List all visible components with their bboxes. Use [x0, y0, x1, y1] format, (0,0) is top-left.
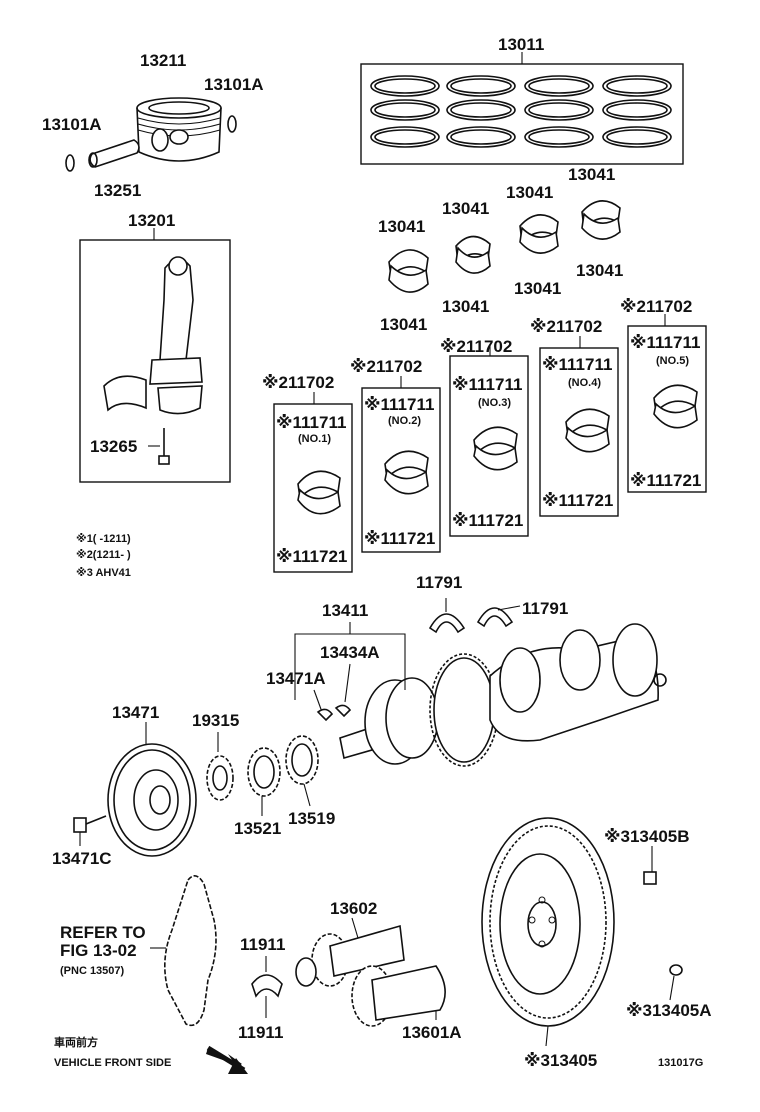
- label-13251: 13251: [94, 181, 141, 200]
- label-11721-2: ※111721: [364, 529, 435, 548]
- plate-13405a-drawing: [669, 964, 683, 1001]
- note-2: ※2(1211- ): [76, 549, 131, 561]
- label-11911-top: 11911: [240, 935, 285, 954]
- main-bearing-boxes: [273, 314, 707, 573]
- label-13041-b: 13041: [442, 199, 489, 218]
- woodruff-key-box: [294, 622, 406, 722]
- label-13411: 13411: [322, 601, 368, 620]
- label-11721-1: ※111721: [276, 547, 347, 566]
- label-13602: 13602: [330, 899, 377, 918]
- label-11711-1: ※111711: [276, 413, 346, 432]
- label-13601a: 13601A: [402, 1023, 462, 1042]
- label-13521: 13521: [234, 819, 281, 838]
- label-13101a-left: 13101A: [42, 115, 102, 134]
- label-13041-g: 13041: [514, 279, 561, 298]
- label-13041-a: 13041: [378, 217, 425, 236]
- label-13471c: 13471C: [52, 849, 112, 868]
- refer-line-2: FIG 13-02: [60, 941, 137, 960]
- label-11702-2: ※211702: [350, 357, 422, 376]
- bolt-13405b-drawing: [643, 846, 657, 885]
- bolt-13471c-drawing: [73, 815, 107, 846]
- label-13201: 13201: [128, 211, 175, 230]
- bearing-11911-drawing: [251, 956, 283, 1018]
- label-no-1: (NO.1): [298, 433, 331, 445]
- label-13471: 13471: [112, 703, 159, 722]
- label-13265: 13265: [90, 437, 137, 456]
- label-13041-e: 13041: [380, 315, 427, 334]
- direction-en: VEHICLE FRONT SIDE: [54, 1057, 171, 1069]
- label-11721-3: ※111721: [452, 511, 523, 530]
- label-11702-4: ※211702: [530, 317, 602, 336]
- flywheel-drawing: [481, 817, 615, 1047]
- label-13041-f: 13041: [442, 297, 489, 316]
- timing-chain-drawing: [150, 875, 217, 1027]
- label-no-4: (NO.4): [568, 377, 601, 389]
- label-no-2: (NO.2): [388, 415, 421, 427]
- label-no-3: (NO.3): [478, 397, 511, 409]
- rod-bearing-drawings: [388, 200, 621, 293]
- label-11711-3: ※111711: [452, 375, 522, 394]
- label-11721-4: ※111721: [542, 491, 613, 510]
- figure-id: 131017G: [658, 1057, 703, 1069]
- snap-ring-drawing: [65, 115, 237, 172]
- label-13041-h: 13041: [576, 261, 623, 280]
- label-11791-right: 11791: [522, 599, 568, 618]
- label-11702-3: ※211702: [440, 337, 512, 356]
- label-11911-bottom: 11911: [238, 1023, 283, 1042]
- label-13405b: ※313405B: [604, 827, 690, 846]
- direction-jp: 車両前方: [54, 1035, 98, 1049]
- label-11711-2: ※111711: [364, 395, 434, 414]
- label-13405a: ※313405A: [626, 1001, 712, 1020]
- refer-line-1: REFER TO: [60, 923, 146, 942]
- label-19315: 19315: [192, 711, 239, 730]
- label-13405: ※313405: [524, 1051, 597, 1070]
- label-13434a: 13434A: [320, 643, 380, 662]
- label-13041-d: 13041: [568, 165, 615, 184]
- piston-ring-box: [360, 52, 684, 165]
- gear-13519-drawing: [285, 735, 319, 807]
- label-13101a-right: 13101A: [204, 75, 264, 94]
- label-13471a: 13471A: [266, 669, 326, 688]
- label-11721-5: ※111721: [630, 471, 701, 490]
- label-11791-left: 11791: [416, 573, 462, 592]
- label-11702-1: ※211702: [262, 373, 334, 392]
- crankshaft-drawing: [339, 623, 667, 767]
- refer-line-3: (PNC 13507): [60, 965, 125, 977]
- label-11711-4: ※111711: [542, 355, 612, 374]
- note-3: ※3 AHV41: [76, 567, 131, 579]
- piston-pin-drawing: [88, 139, 140, 168]
- balance-shaft-drawing: [295, 917, 446, 1027]
- label-11702-5: ※211702: [620, 297, 692, 316]
- note-1: ※1( -1211): [76, 533, 131, 545]
- label-no-5: (NO.5): [656, 355, 689, 367]
- gear-19315-drawing: [206, 732, 234, 801]
- connecting-rod-box: [79, 228, 231, 483]
- label-13011: 13011: [498, 35, 544, 54]
- label-11711-5: ※111711: [630, 333, 700, 352]
- label-13519: 13519: [288, 809, 335, 828]
- crank-pulley-drawing: [107, 722, 197, 857]
- label-13211: 13211: [140, 51, 186, 70]
- gear-13521-drawing: [247, 747, 281, 816]
- piston-drawing: [136, 97, 222, 162]
- front-arrow-icon: [206, 1045, 248, 1074]
- thrust-washer-drawings: [428, 598, 521, 634]
- label-13041-c: 13041: [506, 183, 553, 202]
